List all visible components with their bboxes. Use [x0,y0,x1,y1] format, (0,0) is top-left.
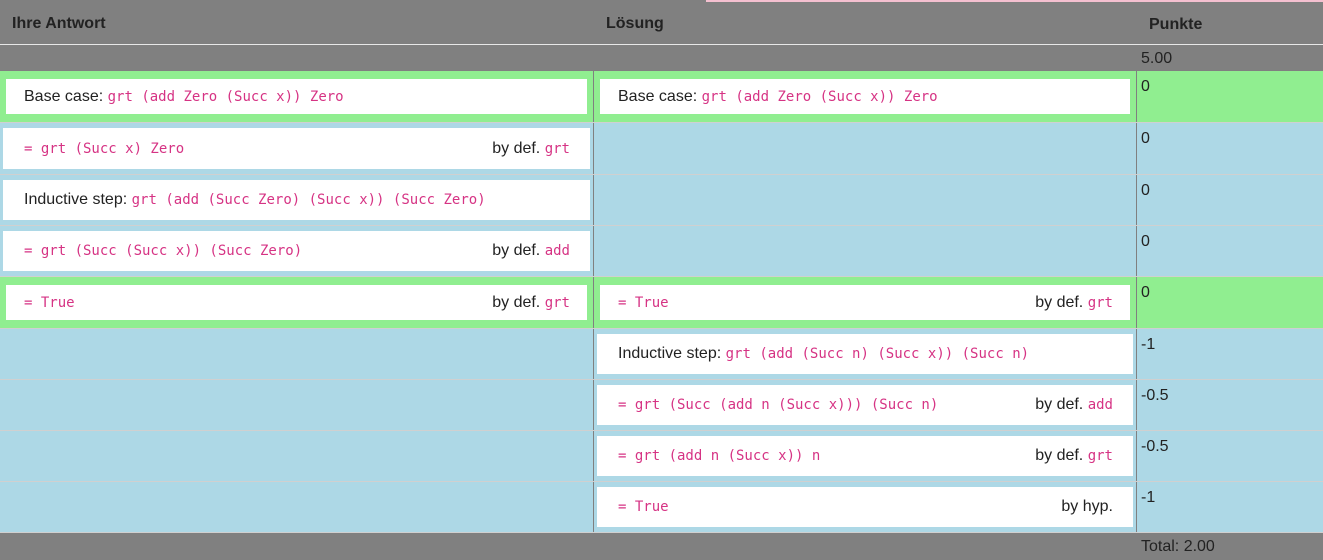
points-cell: 0 [1137,71,1323,122]
solution-step-text: = True [618,294,669,311]
answer-step-justification: by def. grt [492,293,570,311]
answer-step-text: = True [24,294,75,311]
solution-step-justification: by def. grt [1035,293,1113,311]
points-value: -1 [1141,489,1156,506]
row-divider [0,174,1323,175]
table-row: = grt (Succ (add n (Succ x))) (Succ n) b… [594,380,1136,430]
points-value: 0 [1141,284,1150,301]
row-divider [0,328,1323,329]
answer-step-justification: by def. grt [492,139,570,157]
points-cell: -0.5 [1137,431,1323,481]
header-answer-label: Ihre Antwort [12,15,106,32]
answer-step: Inductive step: grt (add (Succ Zero) (Su… [3,180,590,220]
points-cell: 0 [1137,226,1323,276]
solution-empty-cell [594,226,1136,276]
solution-step: = grt (Succ (add n (Succ x))) (Succ n) b… [597,385,1133,425]
points-cell: 0 [1137,277,1323,328]
solution-step-text: = grt (Succ (add n (Succ x))) (Succ n) [618,397,939,413]
solution-empty-cell [594,175,1136,225]
solution-step: Inductive step: grt (add (Succ n) (Succ … [597,334,1133,374]
header-points: Punkte [1137,2,1323,44]
answer-step-justification: by def. add [492,242,570,259]
row-divider [0,430,1323,431]
answer-empty-cell [0,482,593,532]
row-divider [0,276,1323,277]
solution-step-justification: by hyp. [1061,498,1113,515]
table-row: Base case: grt (add Zero (Succ x)) Zero [0,71,593,122]
answer-step: = True by def. grt [3,282,590,323]
table-row: Base case: grt (add Zero (Succ x)) Zero [594,71,1136,122]
solution-step-text: = True [618,499,669,515]
table-row: = grt (Succ x) Zero by def. grt [0,123,593,174]
header-points-label: Punkte [1149,16,1203,33]
solution-step: = True by def. grt [597,282,1133,323]
solution-step: = True by hyp. [597,487,1133,527]
answer-step-text: = grt (Succ x) Zero [24,140,185,157]
header-solution: Lösung [594,2,1136,44]
row-divider [0,122,1323,123]
points-value: 0 [1141,233,1150,250]
answer-empty-cell [0,380,593,430]
total-points: Total: 2.00 [1141,538,1215,555]
row-divider [0,532,1323,533]
row-divider [0,481,1323,482]
max-points-spacer-b [594,46,1136,71]
table-row: = True by def. grt [0,277,593,328]
solution-step-text: = grt (add n (Succ x)) n [618,448,821,464]
row-divider [0,379,1323,380]
points-value: 0 [1141,182,1150,199]
answer-step-text: Base case: grt (add Zero (Succ x)) Zero [24,87,344,105]
header-solution-label: Lösung [606,15,664,32]
header-divider [0,44,1323,45]
max-points-value: 5.00 [1141,50,1173,67]
table-row: = True by hyp. [594,482,1136,532]
answer-empty-cell [0,329,593,379]
points-value: 0 [1141,130,1150,147]
points-value: 0 [1141,78,1150,95]
table-row: Inductive step: grt (add (Succ Zero) (Su… [0,175,593,225]
answer-step: = grt (Succ (Succ x)) (Succ Zero) by def… [3,231,590,271]
points-cell: -0.5 [1137,380,1323,430]
table-row: Inductive step: grt (add (Succ n) (Succ … [594,329,1136,379]
points-cell: 0 [1137,175,1323,225]
solution-step-text: Inductive step: grt (add (Succ n) (Succ … [618,345,1030,362]
total-cell: Total: 2.00 [1137,533,1323,560]
points-value: -1 [1141,336,1156,353]
table-row: = grt (Succ (Succ x)) (Succ Zero) by def… [0,226,593,276]
solution-step: = grt (add n (Succ x)) n by def. grt [597,436,1133,476]
answer-step: = grt (Succ x) Zero by def. grt [3,128,590,169]
solution-step: Base case: grt (add Zero (Succ x)) Zero [597,76,1133,117]
top-accent-line [706,0,1323,2]
points-cell: -1 [1137,329,1323,379]
answer-step-text: = grt (Succ (Succ x)) (Succ Zero) [24,243,303,259]
solution-step-text: Base case: grt (add Zero (Succ x)) Zero [618,87,938,105]
footer-spacer-b [594,533,1136,560]
points-value: -0.5 [1141,387,1169,404]
answer-step: Base case: grt (add Zero (Succ x)) Zero [3,76,590,117]
table-row: = True by def. grt [594,277,1136,328]
answer-empty-cell [0,431,593,481]
solution-step-justification: by def. add [1035,396,1113,413]
solution-empty-cell [594,123,1136,174]
points-cell: -1 [1137,482,1323,532]
answer-step-text: Inductive step: grt (add (Succ Zero) (Su… [24,191,486,208]
max-points-cell: 5.00 [1137,46,1323,71]
header-answer: Ihre Antwort [0,2,593,44]
solution-step-justification: by def. grt [1035,447,1113,464]
points-value: -0.5 [1141,438,1169,455]
max-points-spacer-a [0,46,593,71]
points-cell: 0 [1137,123,1323,174]
row-divider [0,225,1323,226]
footer-spacer-a [0,533,593,560]
table-row: = grt (add n (Succ x)) n by def. grt [594,431,1136,481]
